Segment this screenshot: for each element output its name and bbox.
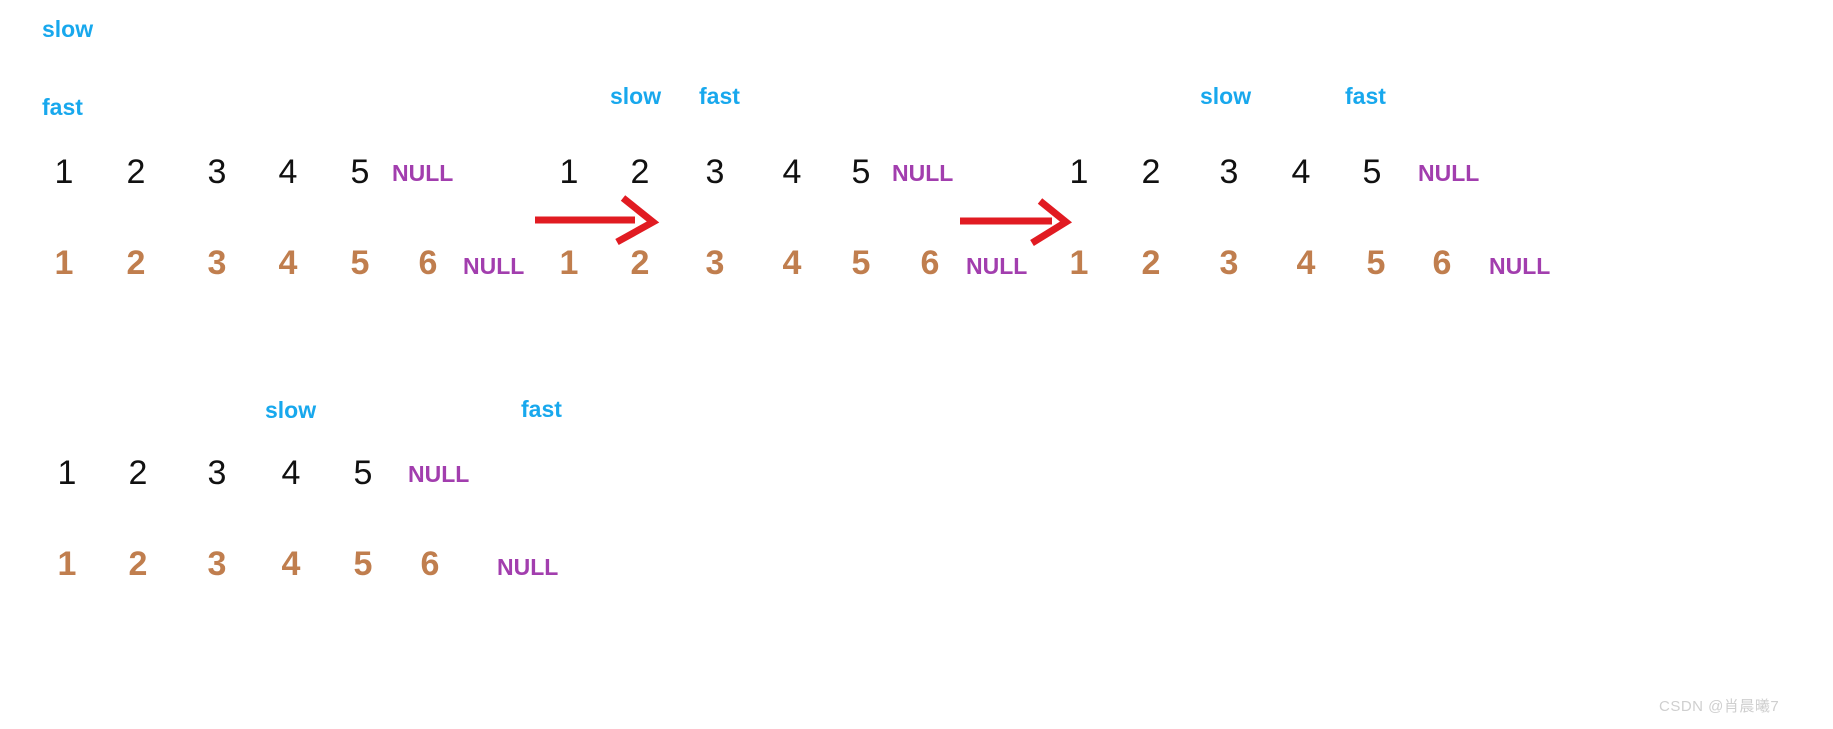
stage-4-top-node-2: 2: [128, 454, 148, 492]
stage-4-bottom-node-3: 3: [207, 545, 227, 583]
stage-4-top-node-3: 3: [207, 454, 227, 492]
stage-3-top-node-4: 4: [1291, 153, 1311, 191]
stage-2-top-node-3: 3: [705, 153, 725, 191]
stage-3-top-node-3: 3: [1219, 153, 1239, 191]
stage-2-bottom-node-3: 3: [705, 244, 725, 282]
stage-4-bottom-node-5: 5: [353, 545, 373, 583]
stage-4-bottom-null: NULL: [497, 554, 559, 580]
stage-4-fast-label: fast: [521, 396, 562, 422]
stage-4-bottom-node-6: 6: [420, 545, 440, 583]
stage-3-top-node-2: 2: [1141, 153, 1161, 191]
stage-2-top-node-4: 4: [782, 153, 802, 191]
csdn-watermark: CSDN @肖晨曦7: [1659, 698, 1780, 715]
stage-1-bottom-node-2: 2: [126, 244, 146, 282]
stage-2-top-node-5: 5: [851, 153, 871, 191]
stage-3-top-node-1: 1: [1069, 153, 1089, 191]
stage-3-bottom-node-5: 5: [1366, 244, 1386, 282]
stage-4-bottom-node-1: 1: [57, 545, 77, 583]
stage-3-top-node-5: 5: [1362, 153, 1382, 191]
stage-3-bottom-node-2: 2: [1141, 244, 1161, 282]
stage-1-bottom-null: NULL: [463, 253, 525, 279]
stage-4-bottom-node-4: 4: [281, 545, 301, 583]
stage-1-top-node-1: 1: [54, 153, 74, 191]
stage-3-bottom-node-1: 1: [1069, 244, 1089, 282]
stage-3-fast-label: fast: [1345, 83, 1386, 109]
stage-1-top-node-4: 4: [278, 153, 298, 191]
stage-4-top-node-5: 5: [353, 454, 373, 492]
stage-1-bottom-node-5: 5: [350, 244, 370, 282]
stage-1-top-node-3: 3: [207, 153, 227, 191]
transition-arrow-2: [960, 195, 1090, 246]
stage-1-bottom-node-4: 4: [278, 244, 298, 282]
stage-1-top-node-2: 2: [126, 153, 146, 191]
stage-2-bottom-node-6: 6: [920, 244, 940, 282]
stage-2-bottom-node-4: 4: [782, 244, 802, 282]
stage-2-top-node-2: 2: [630, 153, 650, 191]
stage-4-top-node-1: 1: [57, 454, 77, 492]
stage-2-bottom-node-1: 1: [559, 244, 579, 282]
stage-2-slow-label: slow: [610, 83, 662, 109]
stage-3-bottom-node-3: 3: [1219, 244, 1239, 282]
stage-1-slow-label: slow: [42, 16, 94, 42]
stage-1-fast-label: fast: [42, 94, 83, 120]
stage-2-top-node-1: 1: [559, 153, 579, 191]
stage-3-top-null: NULL: [1418, 160, 1480, 186]
stage-4-top-null: NULL: [408, 461, 470, 487]
stage-4-top-node-4: 4: [281, 454, 301, 492]
transition-arrow-1: [535, 192, 675, 246]
stage-1-bottom-node-3: 3: [207, 244, 227, 282]
stage-2-fast-label: fast: [699, 83, 740, 109]
stage-1-bottom-node-1: 1: [54, 244, 74, 282]
stage-4-bottom-node-2: 2: [128, 545, 148, 583]
stage-3-bottom-node-4: 4: [1296, 244, 1316, 282]
stage-2-top-null: NULL: [892, 160, 954, 186]
stage-1-bottom-node-6: 6: [418, 244, 438, 282]
stage-2-bottom-null: NULL: [966, 253, 1028, 279]
stage-1-top-null: NULL: [392, 160, 454, 186]
stage-3-bottom-node-6: 6: [1432, 244, 1452, 282]
stage-2-bottom-node-2: 2: [630, 244, 650, 282]
stage-3-bottom-null: NULL: [1489, 253, 1551, 279]
stage-2-bottom-node-5: 5: [851, 244, 871, 282]
stage-3-slow-label: slow: [1200, 83, 1252, 109]
stage-1-top-node-5: 5: [350, 153, 370, 191]
stage-4-slow-label: slow: [265, 397, 317, 423]
